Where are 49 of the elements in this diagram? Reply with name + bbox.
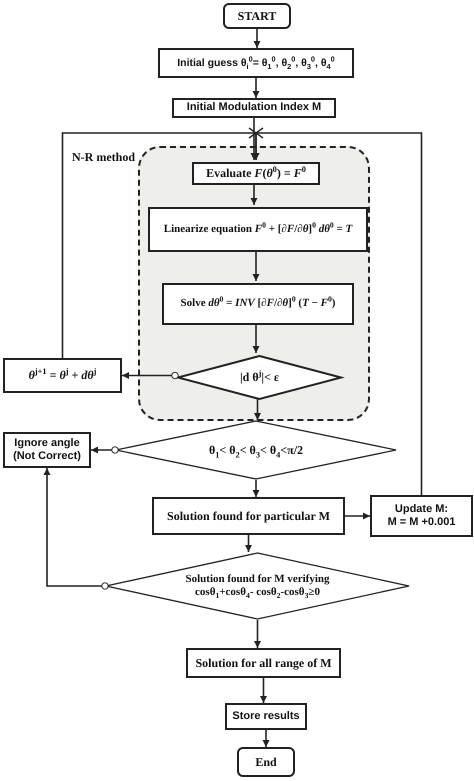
arrow <box>245 535 252 552</box>
arrow <box>252 323 260 353</box>
node-text: θ$^{j+1}$ = θ$^{j}$ + dθ$^{j}$ <box>28 368 98 383</box>
node-text: Solution found for M verifying <box>184 572 331 586</box>
node-text: Solution for all range of M <box>194 656 333 670</box>
terminal-box <box>223 3 291 29</box>
arrow <box>91 446 119 454</box>
arrow <box>252 480 260 497</box>
node-text: Ignore angle (Not Correct) <box>12 436 82 464</box>
process-box <box>186 648 341 678</box>
node-text: Solve dθ$^{0}$ = INV [∂F/∂θ]$^{0}$ (T − F$^{0}$) <box>180 297 336 311</box>
process-box <box>3 358 122 393</box>
decision-diamond <box>177 355 342 400</box>
process-box <box>192 162 320 185</box>
process-box <box>158 48 354 78</box>
node-text: Store results <box>231 710 301 724</box>
node-text: |d θ$^{j}$|< ε <box>239 370 280 385</box>
arrow <box>122 372 179 380</box>
group-heading: N-R method <box>72 150 135 164</box>
node-text: Solution found for particular M <box>166 508 331 524</box>
node-text: Update M: <box>394 502 450 516</box>
arrow <box>250 183 258 205</box>
arrow <box>252 78 260 98</box>
process-box <box>148 207 368 252</box>
node-text: End <box>254 754 278 770</box>
node-text: Evaluate F(θ$^{0}$) = F$^{0}$ <box>205 166 307 181</box>
process-box <box>162 283 354 325</box>
process-box <box>370 495 473 537</box>
node-text: θ$_{1}$< θ$_{2}$< θ$_{3}$< θ$_{4}$<π/2 <box>208 442 304 458</box>
terminal-box <box>237 747 295 777</box>
node-text: START <box>236 8 278 24</box>
node-text: cosθ$_{1}$+cosθ$_{4}$- cosθ$_{2}$-cosθ$_{3}$≥0 <box>194 586 321 600</box>
node-text: M = M +0.001 <box>386 516 456 530</box>
arrow <box>262 730 270 747</box>
arrow <box>254 620 261 648</box>
arrow <box>44 468 109 590</box>
process-box <box>172 98 336 118</box>
process-box <box>3 432 91 468</box>
arrow <box>345 512 370 520</box>
process-box <box>152 497 345 535</box>
arrow <box>254 398 261 420</box>
arrow <box>252 250 260 281</box>
node-text: Linearize equation F$^{0}$ + [∂F/∂θ]$^{0}$ dθ$^{0}$ = T <box>162 222 354 236</box>
arrow <box>250 118 258 160</box>
node-text: Initial Modulation Index M <box>186 101 322 115</box>
arrow <box>252 132 422 495</box>
arrow <box>260 678 267 703</box>
arrow <box>254 29 260 48</box>
process-box <box>225 703 307 730</box>
